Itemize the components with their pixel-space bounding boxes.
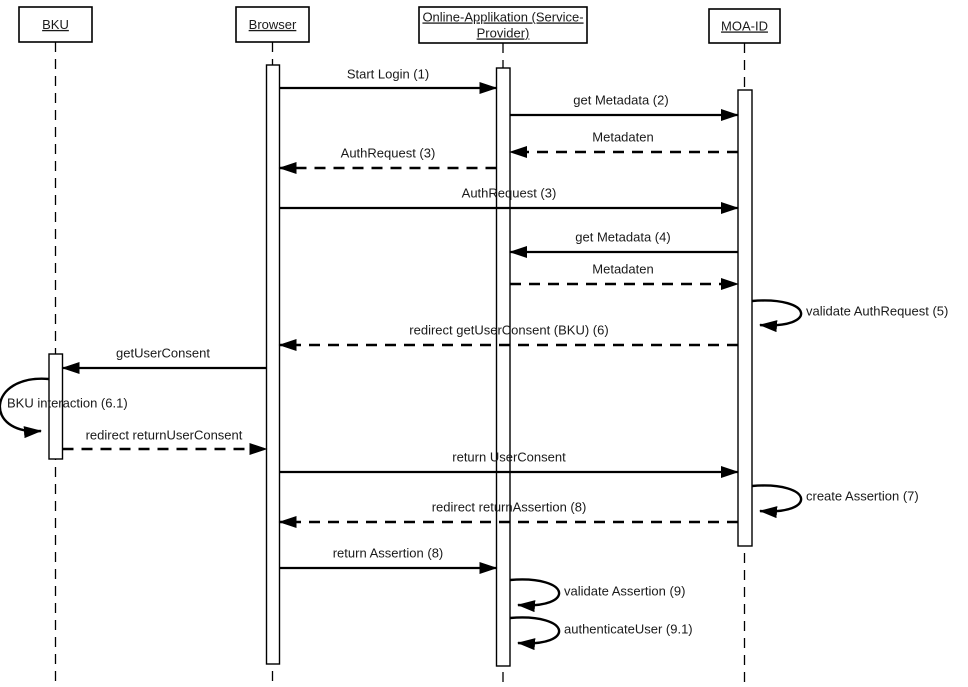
message-label-redirect-getuserconsent: redirect getUserConsent (BKU) (6) [409,322,608,337]
self-message-label-bku-interaction: BKU interaction (6.1) [7,395,128,410]
activation-bar-bku [48,353,64,460]
activation-bar-moa-id [737,89,753,547]
self-message-arc-validate-authrequest [751,299,803,333]
self-message-label-authenticate-user: authenticateUser (9.1) [564,621,693,636]
actor-box-moa-id [708,8,781,44]
actor-label-online-applikation-line2: Provider) [477,25,530,40]
message-label-redirect-returnassertion: redirect returnAssertion (8) [432,499,587,514]
message-label-get-metadata-4: get Metadata (4) [575,229,670,244]
message-label-metadaten-1: Metadaten [592,129,653,144]
self-message-label-create-assertion: create Assertion (7) [806,488,919,503]
message-label-return-assertion: return Assertion (8) [333,545,444,560]
self-message-arc-validate-assertion [509,578,561,613]
self-message-label-validate-assertion: validate Assertion (9) [564,583,685,598]
actor-box-bku [18,6,93,43]
actor-label-bku: BKU [42,17,69,32]
message-label-get-metadata-2: get Metadata (2) [573,92,668,107]
activation-bar-online-applikation [495,67,511,667]
message-label-start-login: Start Login (1) [347,66,429,81]
message-label-getuserconsent: getUserConsent [116,345,210,360]
message-label-authrequest-3-redirect: AuthRequest (3) [341,145,436,160]
activation-bar-browser [265,64,281,665]
message-label-return-userconsent: return UserConsent [452,449,566,464]
actor-boxes-layer: BKU Browser Online-Applikation (Service-Pr… [18,6,781,44]
self-message-arc-authenticate-user [509,616,561,651]
actor-label-browser: Browser [249,17,297,32]
message-label-redirect-returnuserconsent: redirect returnUserConsent [86,427,243,442]
actor-label-moa-id: MOA-ID [721,18,768,33]
activations-layer [48,64,753,667]
message-label-authrequest-3: AuthRequest (3) [462,185,557,200]
actor-box-browser [235,6,310,43]
self-message-label-validate-authrequest: validate AuthRequest (5) [806,303,948,318]
messages-layer: Start Login (1) get Metadata (2) Metadaten… [0,66,948,651]
self-message-arc-bku-interaction [0,377,50,439]
message-label-metadaten-2: Metadaten [592,261,653,276]
actor-box-online-applikation [418,6,588,44]
actor-label-online-applikation-line1: Online-Applikation (Service- [422,9,583,24]
self-message-arc-create-assertion [751,484,803,519]
